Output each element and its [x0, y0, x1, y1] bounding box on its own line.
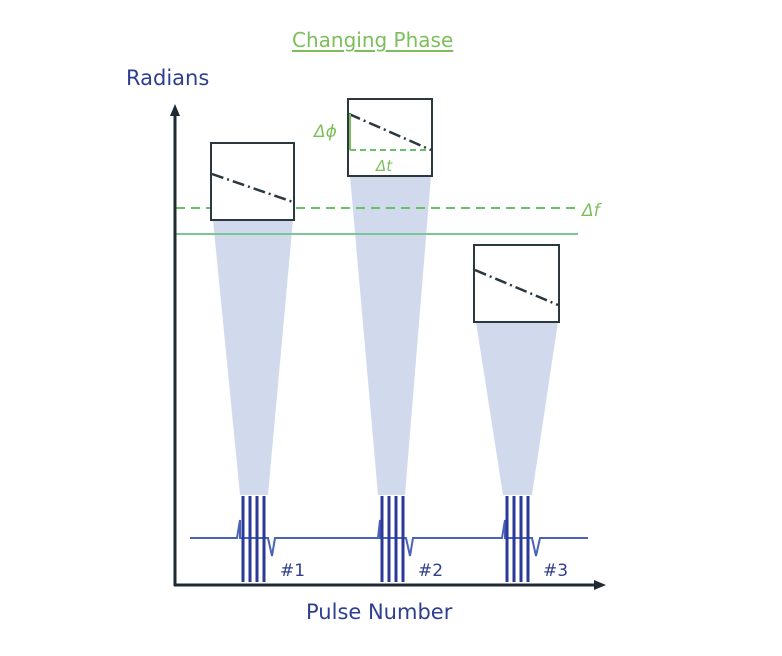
- pulse-label-1: #1: [280, 561, 306, 581]
- delta-phi-label: Δϕ: [314, 122, 337, 142]
- delta-f-label: Δf: [582, 201, 600, 221]
- pulse-1: [241, 496, 266, 582]
- phase-box-1: [210, 142, 295, 221]
- phase-box-3: [473, 244, 560, 323]
- diagram-title: Changing Phase: [292, 28, 454, 52]
- pulse-3: [505, 496, 530, 582]
- y-axis-arrow-icon: [170, 104, 180, 116]
- light-beams: [213, 176, 558, 495]
- beam-2: [350, 176, 431, 495]
- pulse-label-3: #3: [543, 561, 569, 581]
- x-axis-arrow-icon: [594, 580, 606, 590]
- y-axis-label: Radians: [126, 66, 210, 90]
- pulse-2: [380, 496, 405, 582]
- beam-3: [476, 322, 558, 495]
- phase-box-2: [347, 98, 433, 177]
- beam-1: [213, 220, 293, 495]
- delta-t-label: Δt: [376, 157, 393, 175]
- x-axis-label: Pulse Number: [306, 600, 453, 624]
- pulse-label-2: #2: [418, 561, 444, 581]
